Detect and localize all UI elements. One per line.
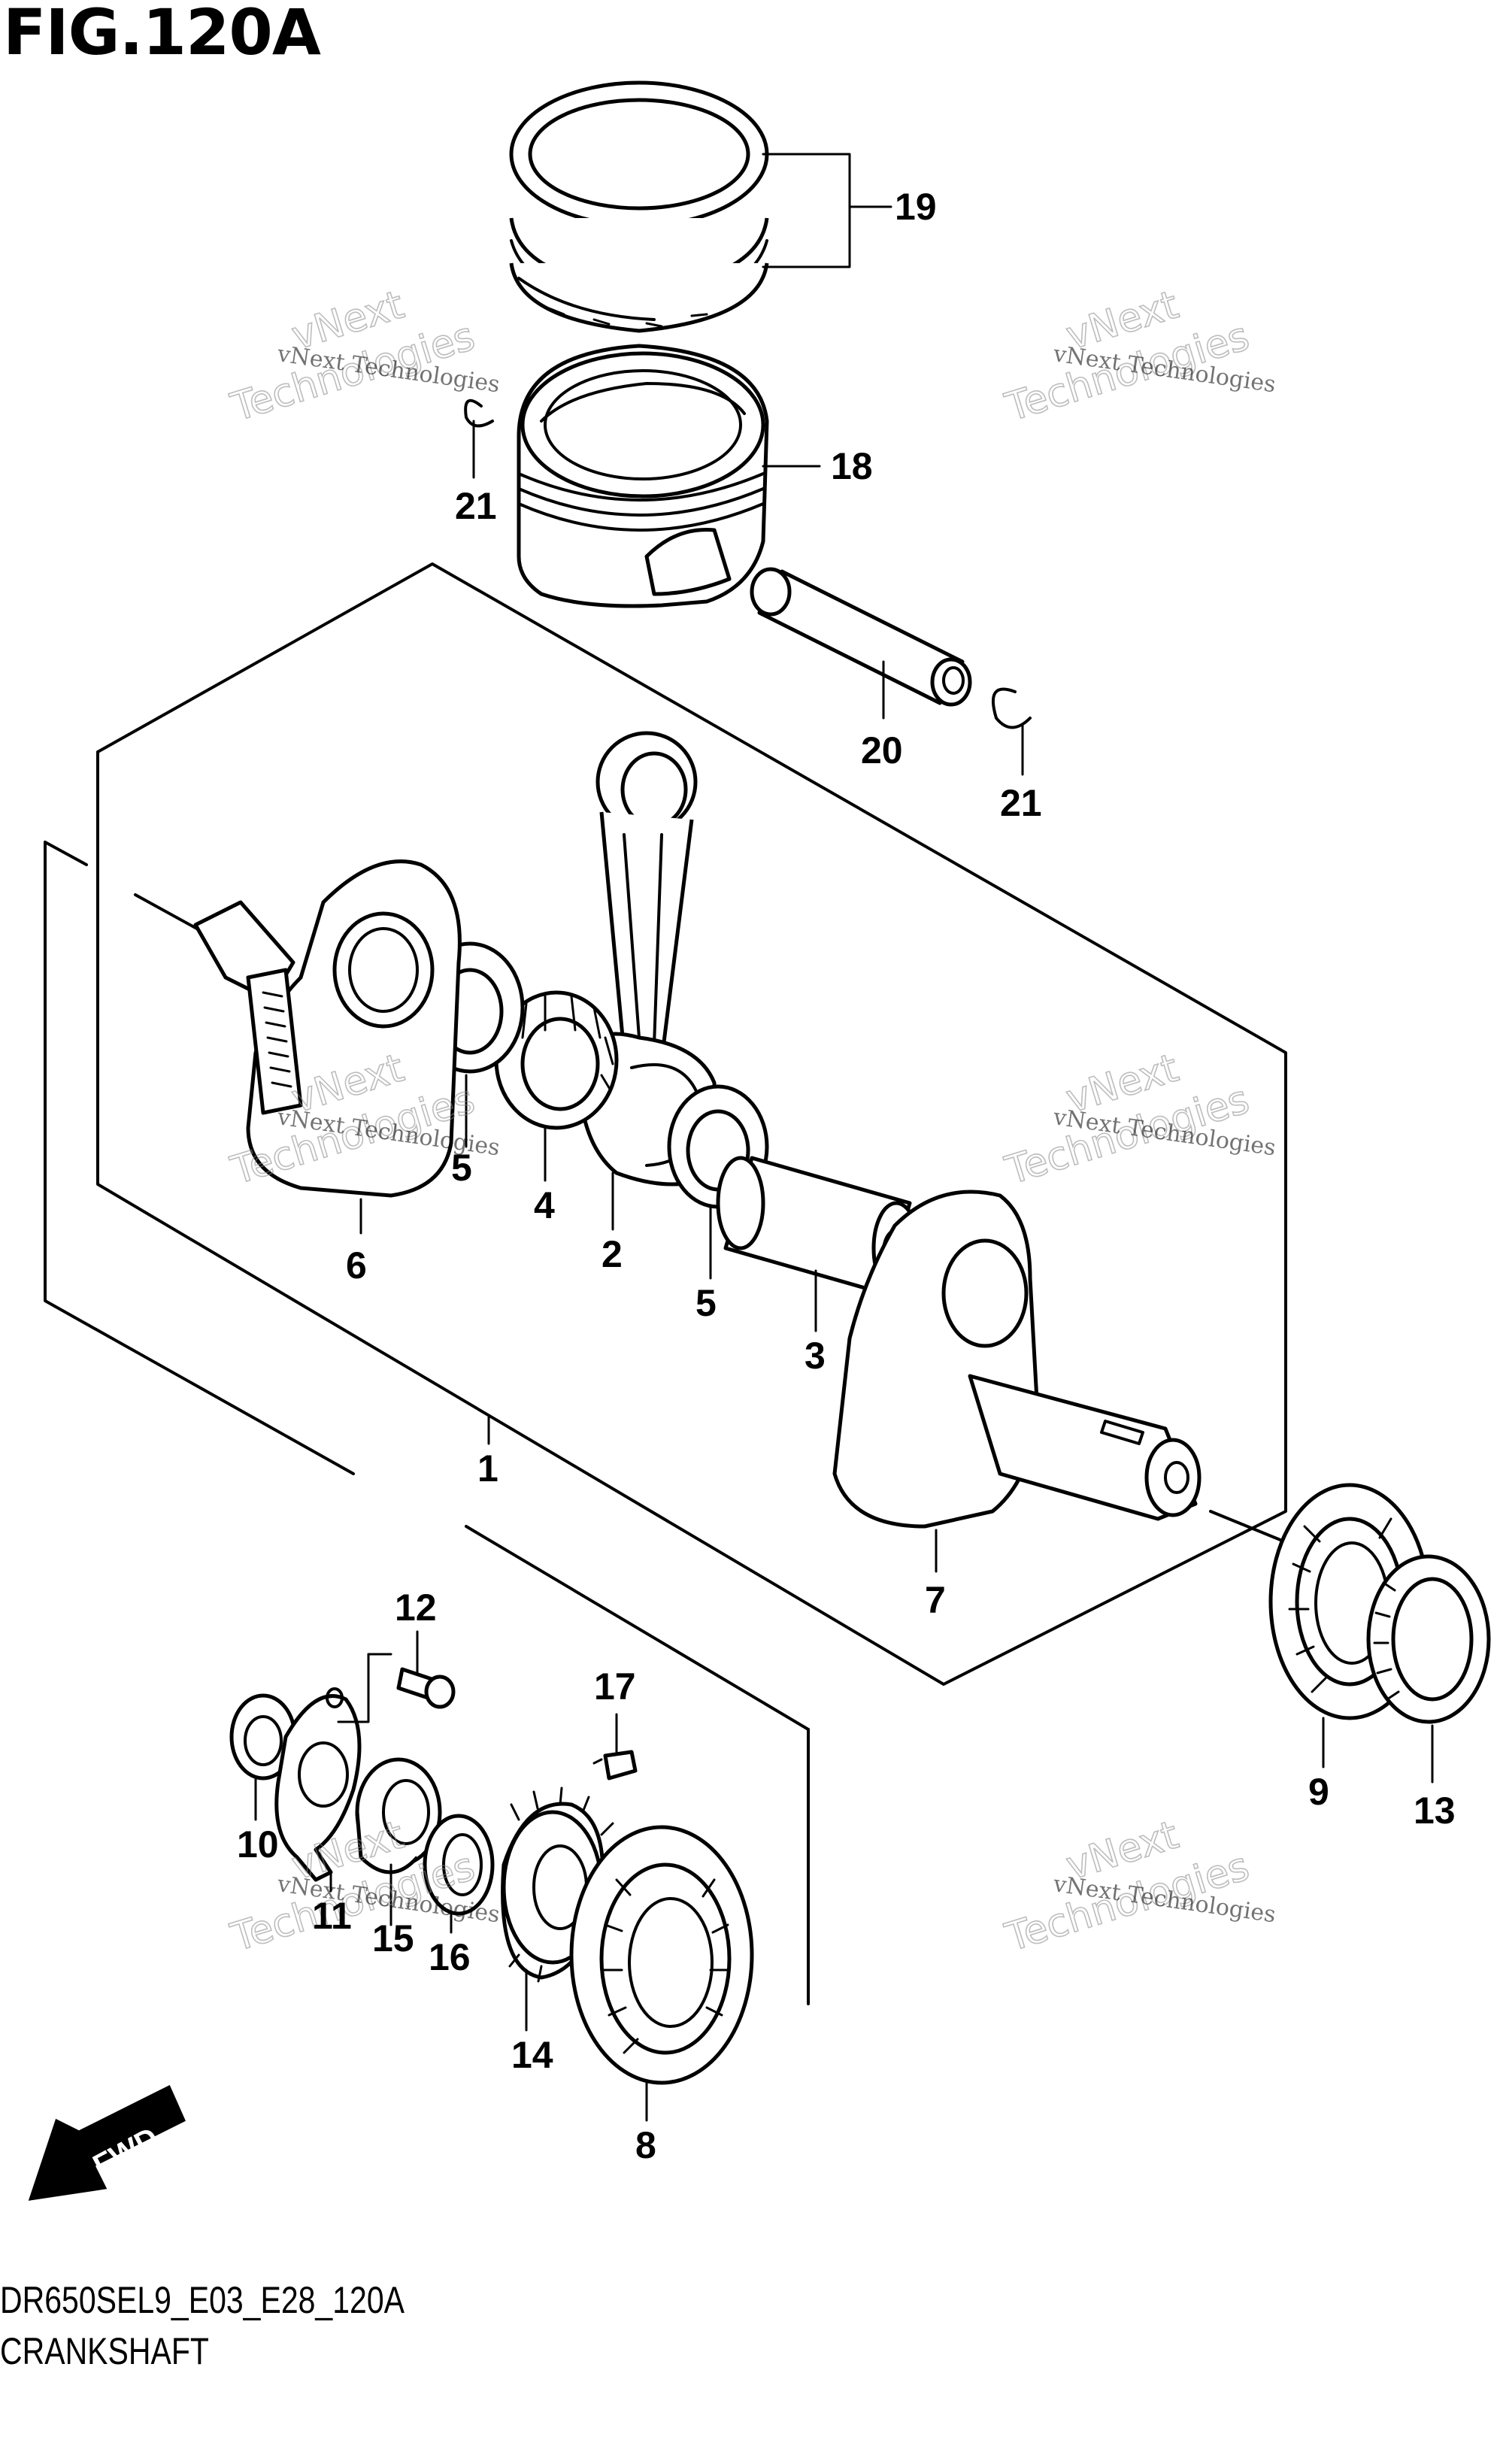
piston <box>517 344 769 608</box>
crank-web-right <box>832 1190 1202 1529</box>
woodruff-key <box>603 1750 638 1781</box>
callout-labels: 19 18 21 20 21 5 4 2 6 5 3 1 7 12 17 9 1… <box>237 186 1456 2166</box>
callout-12: 12 <box>395 1587 437 1629</box>
lock-washer <box>274 1687 362 1882</box>
crank-web-left <box>193 859 462 1198</box>
callout-9: 9 <box>1308 1771 1329 1813</box>
callout-15: 15 <box>372 1917 414 1959</box>
callout-16: 16 <box>429 1936 471 1978</box>
callout-10: 10 <box>237 1823 279 1865</box>
callout-14: 14 <box>511 2034 553 2076</box>
callout-5-left: 5 <box>451 1147 472 1189</box>
callout-11: 11 <box>312 1895 352 1937</box>
main-bearing-left <box>569 1825 754 2085</box>
diagram-name: CRANKSHAFT <box>0 2330 209 2372</box>
assembly-outline-1 <box>44 562 1325 2005</box>
watermark-4: vNext Technologies vNext Technologies <box>1000 1045 1277 1195</box>
callout-3: 3 <box>805 1335 826 1377</box>
screw <box>396 1667 456 1709</box>
callout-13: 13 <box>1414 1790 1456 1832</box>
callout-21-upper: 21 <box>455 485 497 527</box>
leader-lines <box>254 153 1434 2122</box>
piston-pin <box>750 567 972 707</box>
collar <box>355 1757 442 1875</box>
callout-5-right: 5 <box>695 1282 717 1324</box>
needle-bearing <box>494 990 619 1130</box>
callout-2: 2 <box>602 1233 623 1275</box>
callout-1: 1 <box>477 1447 498 1490</box>
callout-20: 20 <box>861 729 903 771</box>
callout-7: 7 <box>925 1579 946 1621</box>
figure-title: FIG.120A <box>3 0 321 69</box>
watermark-1: vNext Technologies vNext Technologies <box>226 282 502 432</box>
washer <box>423 1814 495 1916</box>
circlip-right <box>992 687 1032 729</box>
watermark-2: vNext Technologies vNext Technologies <box>1000 282 1277 432</box>
diagram-code: DR650SEL9_E03_E28_120A <box>0 2279 405 2321</box>
callout-19: 19 <box>895 186 937 228</box>
callout-8: 8 <box>635 2124 656 2166</box>
circlip-left <box>464 399 494 428</box>
piston-rings <box>509 80 769 333</box>
callout-18: 18 <box>831 445 873 487</box>
callout-21-lower: 21 <box>1000 782 1042 824</box>
callout-17: 17 <box>594 1665 636 1708</box>
fwd-arrow-icon: FWD <box>28 2084 186 2201</box>
oil-seal <box>1366 1554 1491 1724</box>
callout-6: 6 <box>346 1244 367 1287</box>
callout-4: 4 <box>534 1184 555 1226</box>
watermark-6: vNext Technologies vNext Technologies <box>1000 1812 1277 1962</box>
